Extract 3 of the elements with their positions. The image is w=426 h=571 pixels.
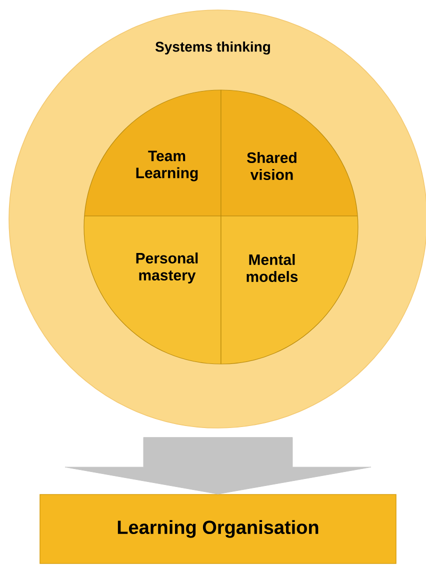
process-box: Learning Organisation: [40, 494, 396, 564]
node-label: Personal mastery: [136, 252, 198, 284]
arrow: [64, 437, 372, 494]
